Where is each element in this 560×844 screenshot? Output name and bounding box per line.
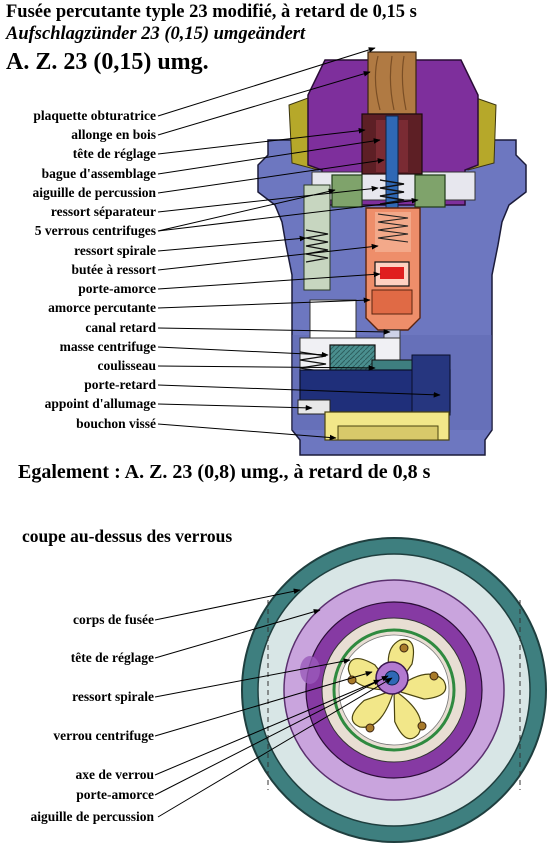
label-appoint-allumage: appoint d'allumage — [44, 396, 156, 411]
label-porte-amorce-coupe: porte-amorce — [76, 787, 154, 802]
label-tete-de-reglage-coupe: tête de réglage — [70, 650, 154, 665]
label-plaquette-obturatrice: plaquette obturatrice — [33, 108, 156, 123]
label-corps-de-fusee: corps de fusée — [73, 612, 154, 627]
label-masse-centrifuge: masse centrifuge — [59, 339, 156, 354]
section-title: coupe au-dessus des verrous — [22, 526, 233, 546]
title-french: Fusée percutante typle 23 modifié, à ret… — [6, 2, 417, 22]
spiral-spring-ring — [332, 628, 456, 752]
lock-right — [414, 174, 446, 208]
label-allonge-en-bois: allonge en bois — [71, 127, 156, 142]
label-bouchon-visse: bouchon vissé — [76, 416, 156, 431]
title-german: Aufschlagzünder 23 (0,15) umgeändert — [6, 24, 306, 44]
label-tete-de-reglage: tête de réglage — [72, 146, 156, 161]
label-coulisseau: coulisseau — [97, 358, 156, 373]
label-ressort-spirale: ressort spirale — [74, 243, 156, 258]
label-ressort-spirale-coupe: ressort spirale — [72, 689, 154, 704]
leaders-top — [157, 47, 441, 441]
label-bague-assemblage: bague d'assemblage — [41, 166, 156, 181]
cross-section — [241, 537, 547, 843]
label-porte-retard: porte-retard — [84, 377, 156, 392]
label-canal-retard: canal retard — [85, 320, 156, 335]
label-porte-amorce: porte-amorce — [78, 281, 156, 296]
fuze-section — [257, 51, 527, 456]
label-verrous-centrifuges: 5 verrous centrifuges — [34, 223, 156, 238]
label-aiguille-percussion: aiguille de percussion — [32, 185, 156, 200]
label-axe-de-verrou: axe de verrou — [75, 767, 154, 782]
label-ressort-separateur: ressort séparateur — [50, 204, 156, 219]
title-code: A. Z. 23 (0,15) umg. — [6, 49, 209, 75]
subtitle: Egalement : A. Z. 23 (0,8) umg., à retar… — [18, 461, 431, 483]
label-amorce-percutante: amorce percutante — [48, 300, 156, 315]
leaders-bottom — [154, 588, 393, 818]
label-verrou-centrifuge: verrou centrifuge — [53, 728, 154, 743]
label-aiguille-percussion-coupe: aiguille de percussion — [30, 809, 154, 824]
label-butee-ressort: butée à ressort — [71, 262, 156, 277]
